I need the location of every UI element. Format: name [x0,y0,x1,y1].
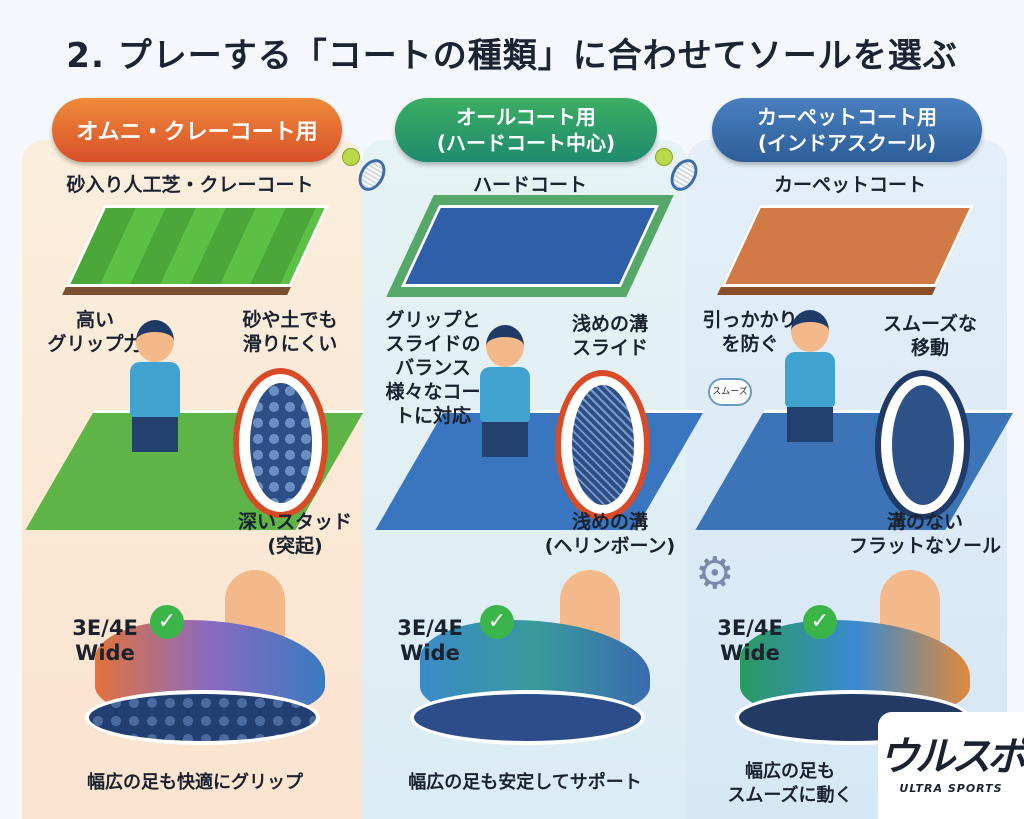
court-type-label: カーペットコート [773,174,926,196]
check-icon: ✓ [150,605,184,639]
player-illustration [480,325,530,465]
player-illustration [785,310,835,450]
sole-label: 溝のない フラットなソール [848,511,1001,557]
heading-carpet: カーペットコート用(インドアスクール) [712,98,982,162]
court-type-label: 砂入り人工芝・クレーコート [66,174,314,196]
outsole [85,690,320,745]
feature-label: スムーズな 移動 [882,313,978,359]
hard-court-illustration [389,195,671,297]
tennis-ball-icon [655,148,673,166]
player-illustration [130,320,180,460]
smooth-badge: スムーズ [708,378,752,406]
stud-sole-closeup [233,368,328,518]
width-label: 3E/4E Wide [397,616,463,665]
ultra-sports-logo: ウルスポ ULTRA SPORTS [878,712,1024,819]
sole-label: 深いスタッド (突起) [237,511,352,557]
width-label: 3E/4E Wide [72,616,138,665]
flat-sole-closeup [875,370,970,520]
tennis-ball-icon [342,148,360,166]
feature-label: 高い グリップ力 [47,309,143,355]
page-title: 2. プレーする「コートの種類」に合わせてソールを選ぶ [66,36,958,76]
logo-name: ULTRA SPORTS [899,782,1003,795]
herringbone-sole-closeup [555,370,650,520]
heading-all-court: オールコート用(ハードコート中心) [395,98,657,162]
width-label: 3E/4E Wide [717,616,783,665]
feature-label: 引っかかり を防ぐ [702,309,798,355]
clay-court-illustration [65,205,330,287]
heading-omni-clay: オムニ・クレーコート用 [52,98,342,162]
check-icon: ✓ [803,605,837,639]
court-type-label: ハードコート [472,174,587,196]
feature-label: 浅めの溝 スライド [571,313,648,359]
feature-label: 砂や土でも 滑りにくい [242,309,338,355]
summary-text: 幅広の足も スムーズに動く [727,761,853,806]
feature-label: グリップと スライドの バランス 様々なコー トに対応 [385,309,481,427]
summary-text: 幅広の足も安定してサポート [408,772,642,793]
logo-mark: ウルスポ [879,734,1024,780]
sole-label: 浅めの溝 (ヘリンボーン) [544,511,676,557]
outsole [410,690,645,745]
carpet-court-illustration [720,205,975,287]
check-icon: ✓ [480,605,514,639]
gear-icon: ⚙ [695,548,735,599]
summary-text: 幅広の足も快適にグリップ [87,772,303,793]
